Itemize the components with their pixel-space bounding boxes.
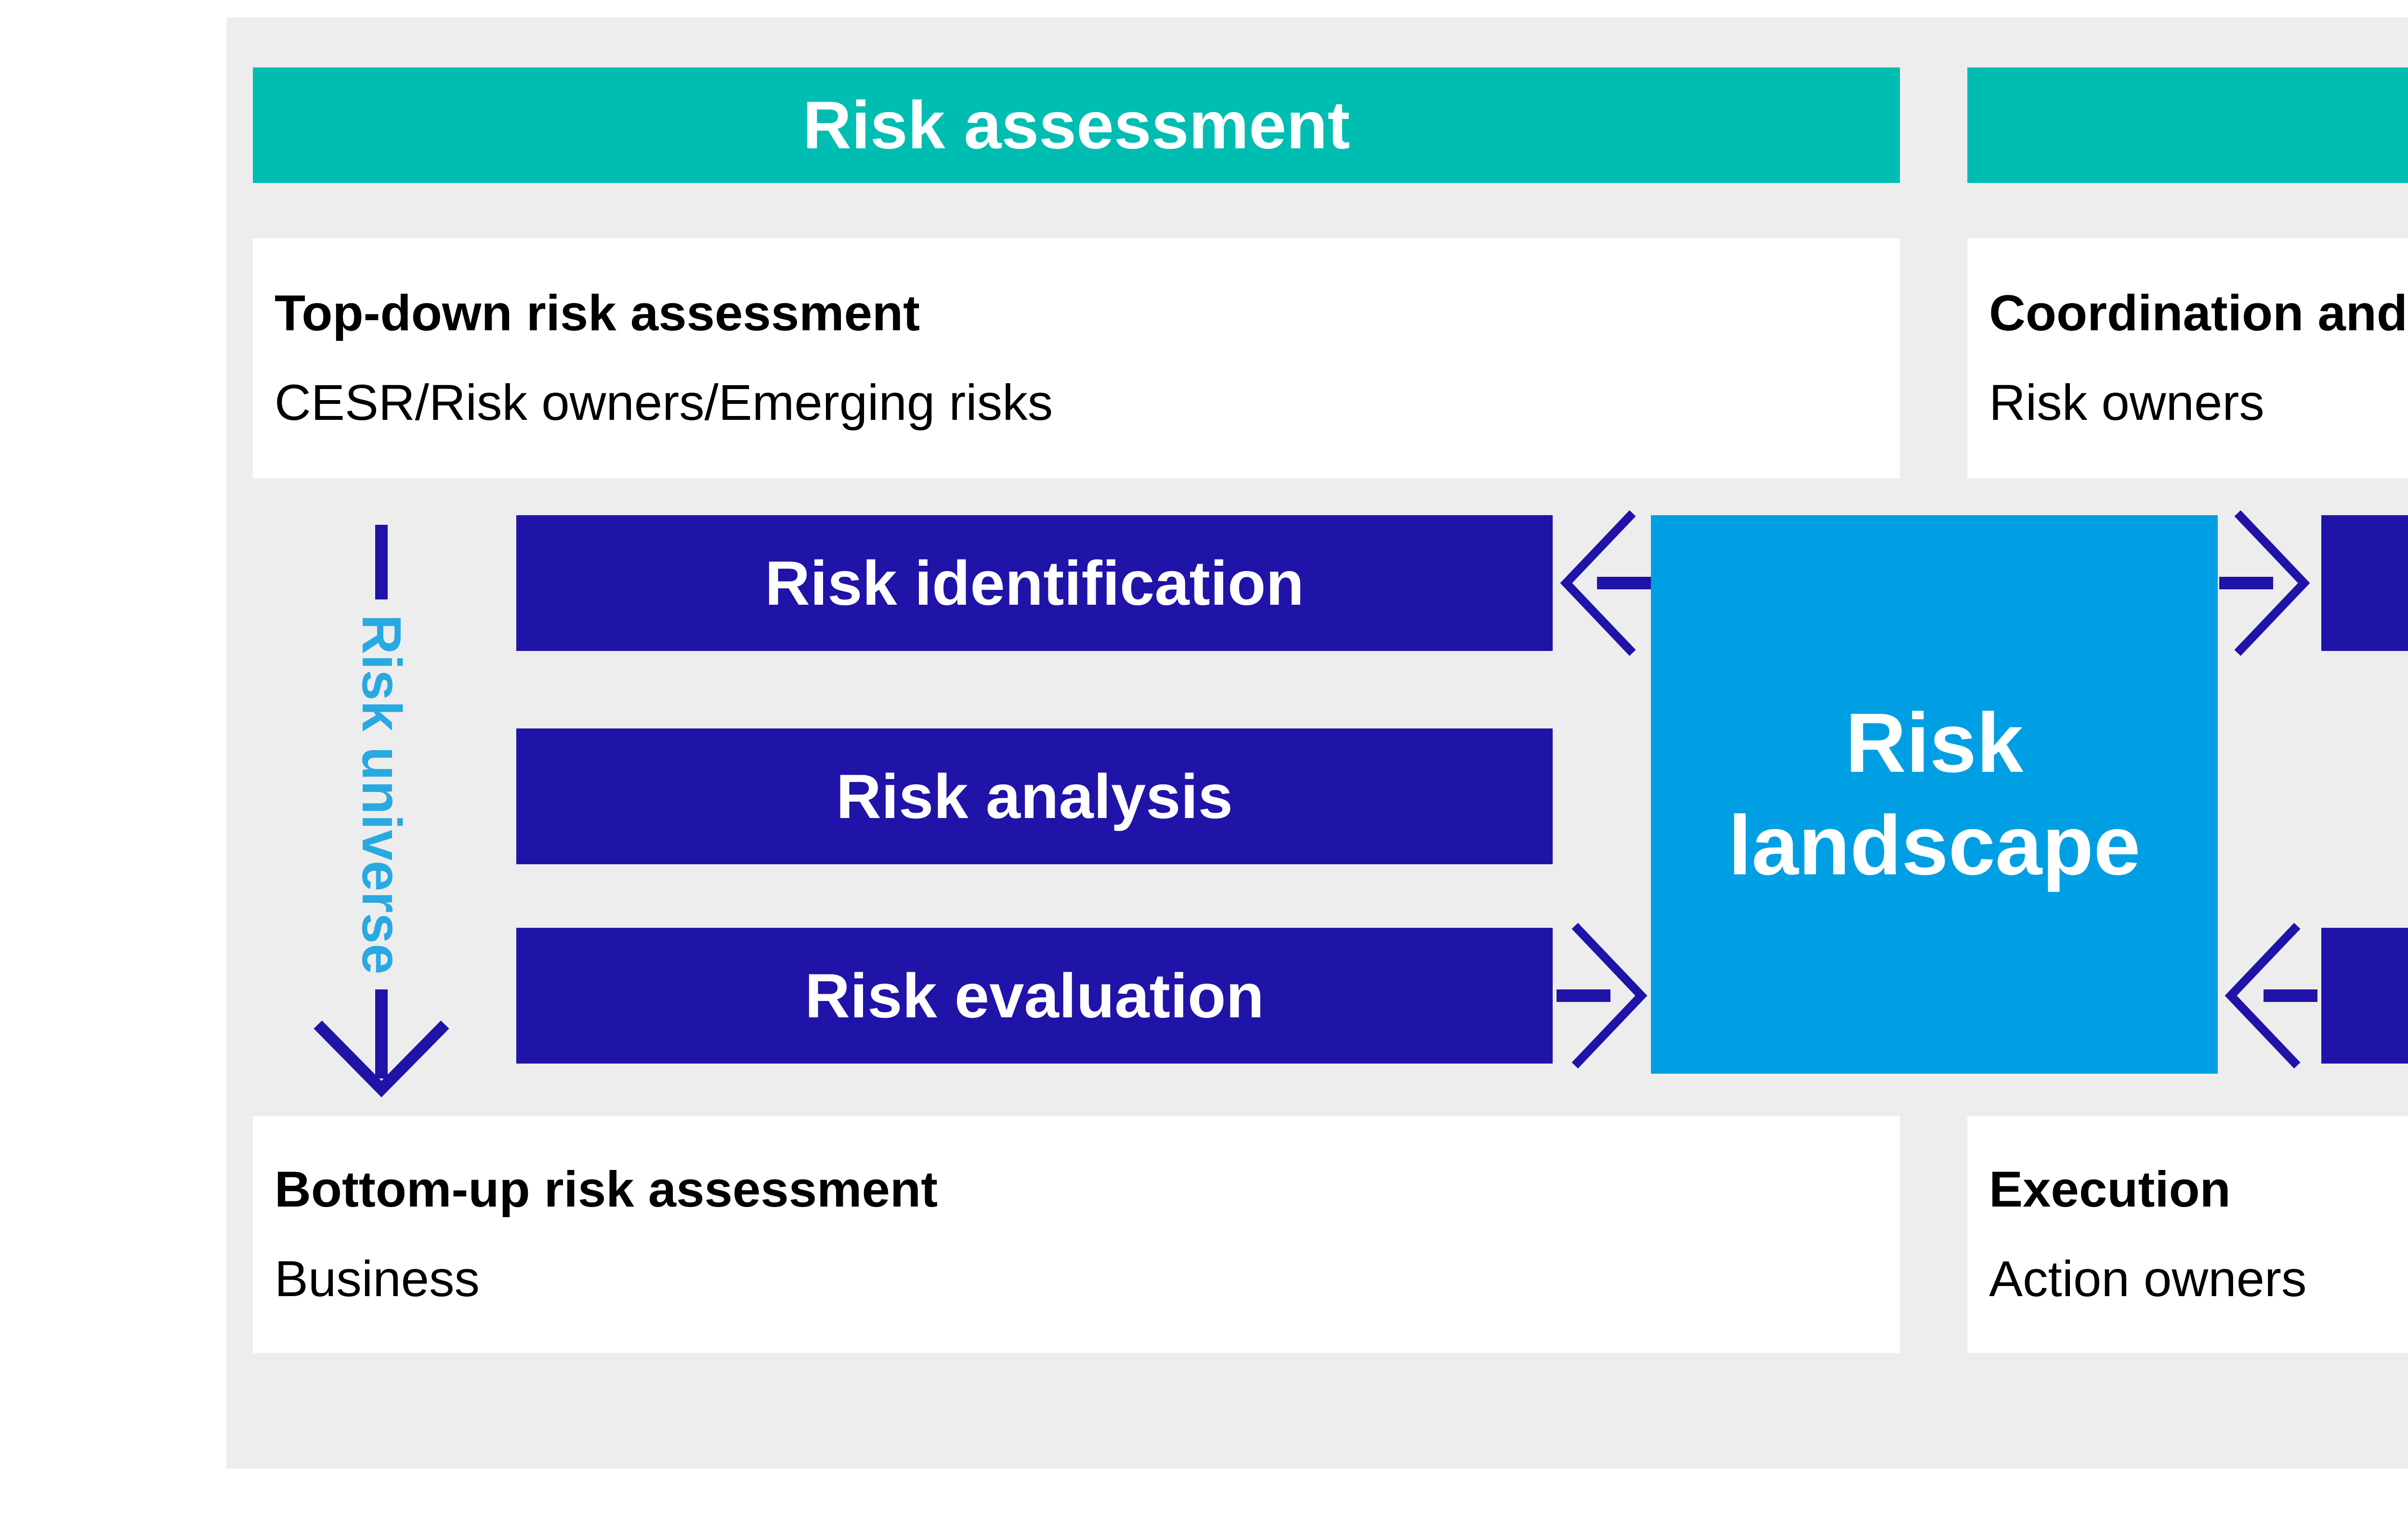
box-risk-appetite: Risk appetite [2321,515,2408,651]
info-box-bottom-up: Bottom-up risk assessment Business [253,1116,1900,1353]
arrow-landscape-to-identification [1560,510,1651,656]
arrow-head [1560,510,1636,656]
header-risk-response: Risk response [1967,67,2408,183]
risk-landscape-label-line2: landscape [1728,799,2141,893]
header-risk-assessment: Risk assessment [253,67,1900,183]
arrow-landscape-to-appetite [2219,510,2310,656]
execution-subtitle: Action owners [1989,1251,2307,1307]
info-box-top-down: Top-down risk assessment CESR/Risk owner… [253,238,1900,478]
arrow-treatment-to-landscape [2225,922,2317,1069]
arrow-evaluation-to-landscape [1557,922,1648,1069]
box-risk-landscape: Risk landscape [1651,515,2218,1074]
info-box-execution: Execution Action owners [1967,1116,2408,1353]
header-risk-assessment-label: Risk assessment [802,87,1350,163]
top-down-title: Top-down risk assessment [275,285,920,341]
arrow-head [2234,510,2310,656]
arrow-head [2225,922,2301,1069]
box-risk-evaluation: Risk evaluation [516,928,1553,1064]
coordination-title: Coordination and follow-up [1989,285,2408,341]
arrow-risk-universe [314,525,449,1098]
execution-title: Execution [1989,1161,2231,1218]
risk-landscape-label-line1: Risk [1845,696,2024,790]
arrow-head-down [314,1020,449,1098]
top-down-subtitle: CESR/Risk owners/Emerging risks [275,375,1053,431]
bottom-up-title: Bottom-up risk assessment [275,1161,938,1218]
box-risk-identification: Risk identification [516,515,1553,651]
info-box-coordination: Coordination and follow-up Risk owners [1967,238,2408,478]
coordination-subtitle: Risk owners [1989,375,2264,431]
risk-analysis-label: Risk analysis [836,761,1233,831]
risk-evaluation-label: Risk evaluation [805,961,1264,1031]
bottom-up-subtitle: Business [275,1251,480,1307]
risk-identification-label: Risk identification [765,548,1304,618]
box-risk-treatment: Risk treatment [2321,928,2408,1064]
box-risk-analysis: Risk analysis [516,728,1553,864]
arrow-head [1571,922,1648,1069]
